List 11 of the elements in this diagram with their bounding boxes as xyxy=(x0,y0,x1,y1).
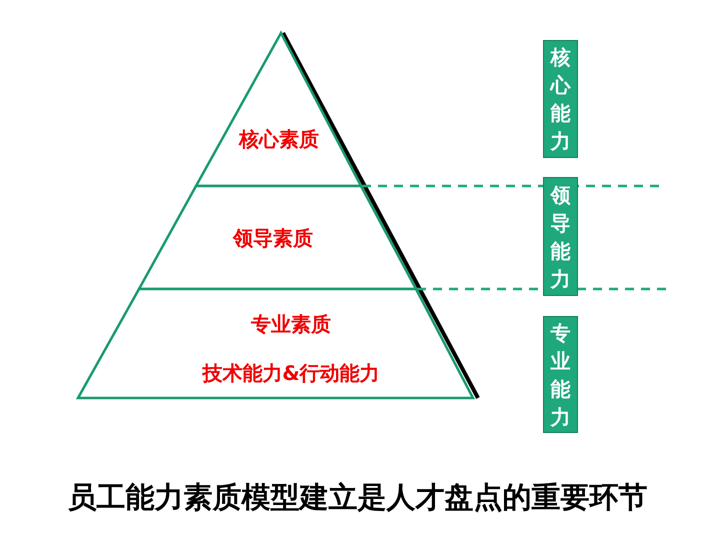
layer-sublabel: 技术能力&行动能力 xyxy=(202,361,380,385)
ability-label: 领导能力 xyxy=(550,182,570,292)
ability-label-box xyxy=(543,316,578,433)
layer-label: 领导素质 xyxy=(233,226,313,250)
caption: 员工能力素质模型建立是人才盘点的重要环节 xyxy=(66,479,648,516)
ability-label: 核心能力 xyxy=(550,44,570,155)
ability-label-box xyxy=(543,40,578,158)
layer-label: 专业素质 xyxy=(251,312,331,336)
ability-label: 专业能力 xyxy=(550,320,570,430)
layer-label: 核心素质 xyxy=(239,127,319,151)
ability-label-box xyxy=(543,177,578,296)
